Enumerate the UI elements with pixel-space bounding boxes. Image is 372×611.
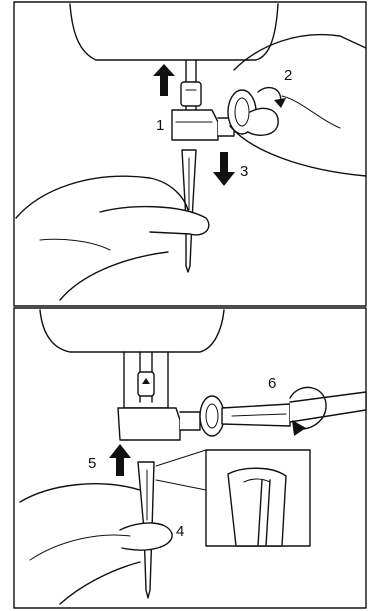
magnify-pointer	[156, 450, 206, 490]
step-label: 1	[156, 117, 164, 134]
clamp-screw-head	[200, 396, 224, 436]
arrow-down-icon	[213, 152, 235, 186]
needle-bar-slot	[181, 82, 201, 106]
step-label: 4	[176, 523, 184, 540]
step-label: 5	[88, 455, 96, 472]
clamp-screw	[180, 412, 200, 430]
top-panel: 1 2 3	[16, 4, 366, 300]
machine-head	[70, 4, 278, 60]
needle-clamp	[172, 110, 218, 140]
bottom-panel-frame	[14, 308, 366, 608]
step-label: 2	[284, 67, 292, 84]
screwdriver-handle	[290, 392, 366, 422]
arrow-up-icon	[109, 444, 131, 476]
arrow-up-icon	[153, 64, 175, 96]
bottom-panel: 6 5 4	[20, 310, 366, 604]
left-hand-bottom	[20, 484, 140, 502]
needle-clamp	[118, 408, 180, 440]
machine-head	[40, 310, 224, 352]
step-label: 6	[268, 375, 276, 392]
step-label: 3	[240, 163, 248, 180]
needle-flat-side	[228, 468, 286, 546]
